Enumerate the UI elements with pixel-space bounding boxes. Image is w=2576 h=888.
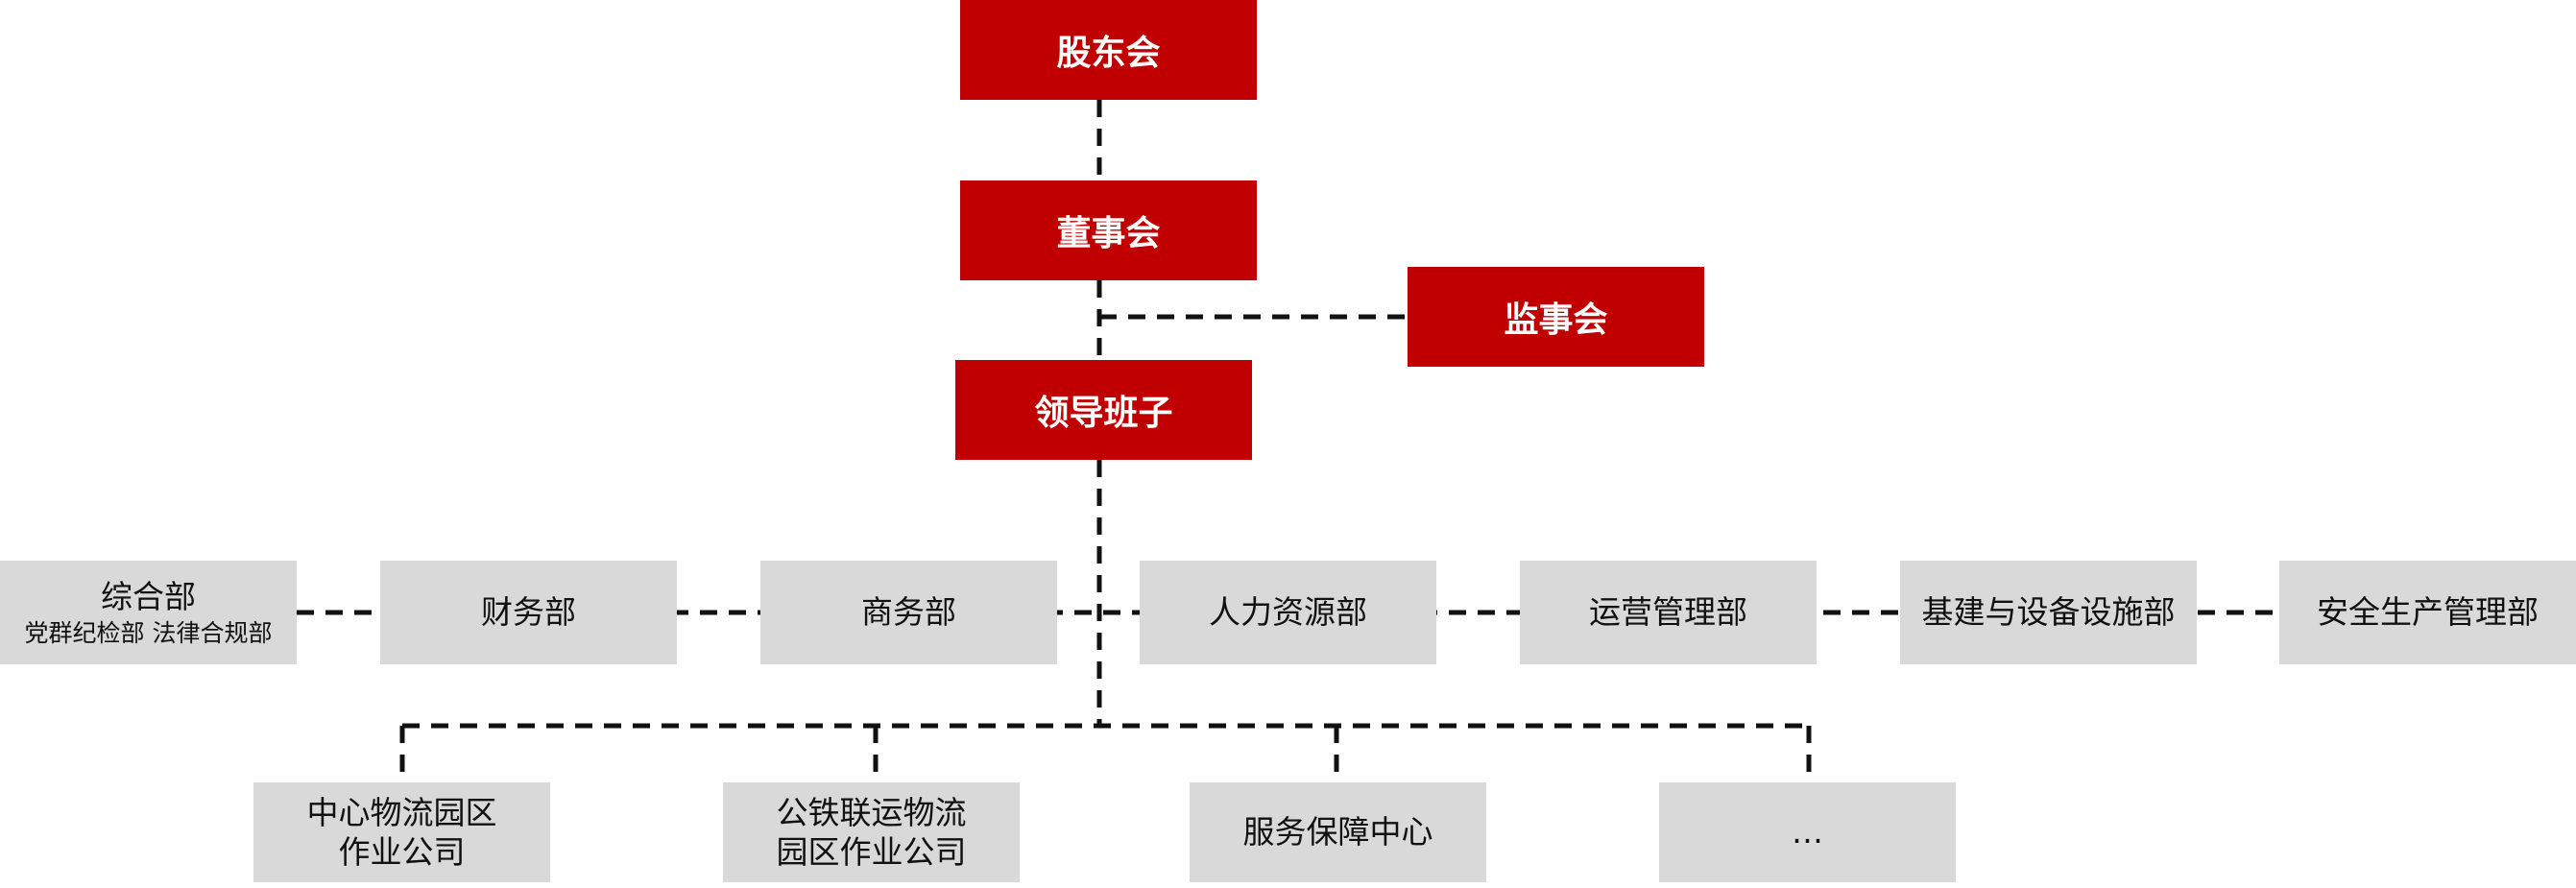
node-subsidiary-more: … (1659, 782, 1956, 882)
node-subsidiary-rail-road: 公铁联运物流 园区作业公司 (723, 782, 1020, 882)
subsidiary-line1: 公铁联运物流 (776, 793, 967, 831)
node-dept-safety: 安全生产管理部 (2279, 561, 2576, 664)
subsidiary-line1: 中心物流园区 (306, 793, 497, 831)
node-dept-operations: 运营管理部 (1520, 561, 1817, 664)
node-shareholders-label: 股东会 (1056, 34, 1161, 73)
dept-label: 安全生产管理部 (2317, 593, 2539, 632)
node-dept-finance: 财务部 (380, 561, 677, 664)
dept-label: 人力资源部 (1209, 593, 1367, 632)
node-board-label: 董事会 (1056, 214, 1161, 253)
dept-label: 综合部 (101, 577, 196, 615)
dept-label: 商务部 (861, 593, 956, 632)
node-supervisors: 监事会 (1408, 267, 1704, 367)
node-leadership-label: 领导班子 (1034, 394, 1173, 433)
dept-label: 基建与设备设施部 (1921, 593, 2176, 632)
node-subsidiary-logistics-park: 中心物流园区 作业公司 (253, 782, 550, 882)
dept-sublabel: 党群纪检部 法律合规部 (24, 619, 273, 647)
node-dept-commerce: 商务部 (760, 561, 1057, 664)
node-supervisors-label: 监事会 (1504, 300, 1608, 340)
node-subsidiary-service-center: 服务保障中心 (1190, 782, 1486, 882)
dept-label: 财务部 (481, 593, 576, 632)
subsidiary-line1: 服务保障中心 (1242, 813, 1433, 852)
node-leadership: 领导班子 (955, 360, 1252, 460)
node-shareholders: 股东会 (960, 0, 1257, 100)
node-dept-hr: 人力资源部 (1140, 561, 1436, 664)
node-dept-infrastructure: 基建与设备设施部 (1900, 561, 2197, 664)
dept-label: 运营管理部 (1589, 593, 1747, 632)
subsidiary-line2: 作业公司 (338, 833, 466, 871)
subsidiary-line2: 园区作业公司 (776, 833, 967, 871)
node-board: 董事会 (960, 180, 1257, 280)
subsidiary-line1: … (1792, 813, 1823, 852)
node-dept-general: 综合部 党群纪检部 法律合规部 (0, 561, 297, 664)
